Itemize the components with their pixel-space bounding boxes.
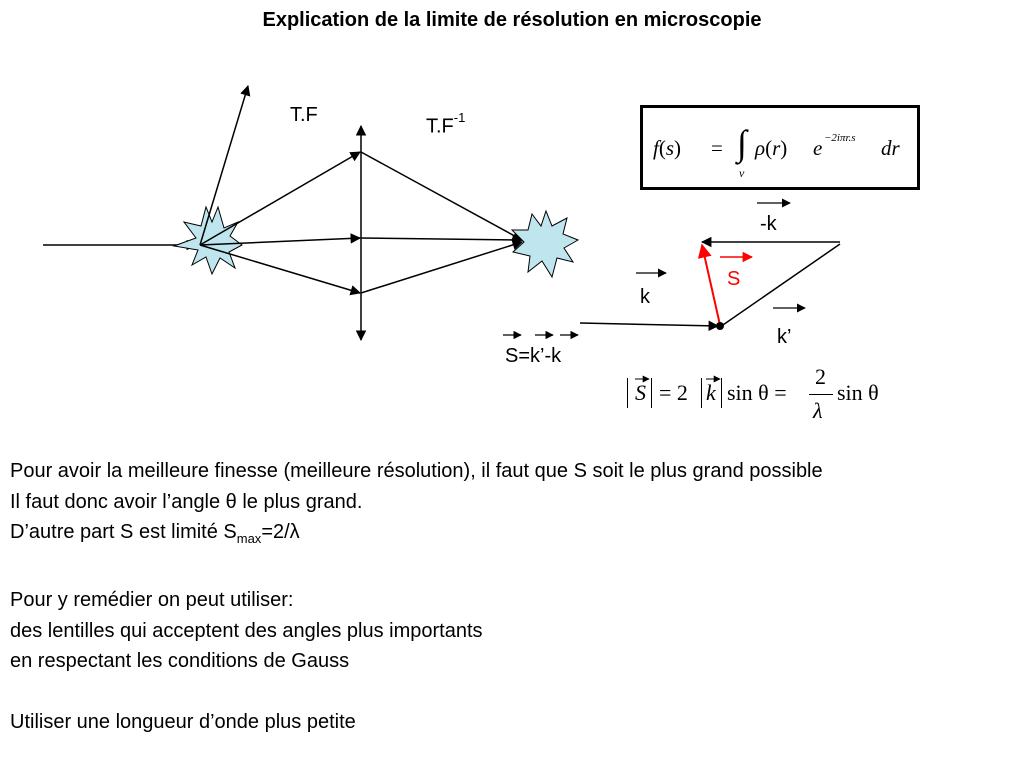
formula-s: S — [635, 380, 646, 405]
abs-bar-right-1 — [651, 378, 652, 408]
label-tf: T.F — [290, 104, 318, 126]
label-s-vector: S — [727, 268, 741, 290]
formula-exponent: −2iπr.s — [824, 132, 856, 144]
fraction-numerator: 2 — [815, 364, 826, 389]
paragraph-3: D’autre part S est limité Smax=2/λ — [10, 521, 300, 546]
paragraph-5: des lentilles qui acceptent des angles p… — [10, 619, 483, 642]
ray-bottom-out — [360, 239, 524, 294]
vector-k-prime — [719, 243, 841, 328]
page-title: Explication de la limite de résolution e… — [262, 9, 762, 31]
formula-sin-1: sin θ = — [727, 380, 787, 405]
scattered-ray-up — [199, 84, 251, 246]
fourier-formula-box: f(s) = ∫ v ρ(r) e −2iπr.s dr — [640, 105, 920, 190]
integral-sign: ∫ — [737, 123, 747, 163]
vector-s — [697, 243, 721, 326]
label-minus-k: -k — [760, 213, 777, 235]
formula-dr: dr — [881, 136, 900, 160]
origin-point — [716, 322, 724, 330]
formula-exp-base: e — [813, 136, 823, 160]
paragraph-1: Pour avoir la meilleure finesse (meilleu… — [10, 460, 823, 482]
abs-bar-left-1 — [627, 378, 628, 408]
image-star — [510, 209, 580, 279]
optics-diagram — [43, 84, 841, 342]
explanation-text: Pour avoir la meilleure finesse (meilleu… — [10, 456, 1010, 738]
paragraph-2: Il faut donc avoir l’angle θ le plus gra… — [10, 490, 363, 513]
integral-subscript: v — [739, 166, 745, 180]
formula-vector-arrows — [635, 375, 721, 383]
label-s-equation: S=k’-k — [505, 345, 562, 367]
formula-k: k — [706, 380, 716, 405]
formula-eq: = — [711, 136, 723, 160]
formula-eq-two: = 2 — [659, 380, 688, 405]
formula-rho: ρ(r) — [755, 136, 788, 160]
paragraph-6: en respectant les conditions de Gauss — [10, 650, 350, 672]
abs-bar-left-2 — [701, 378, 702, 408]
ray-bottom — [199, 244, 362, 296]
fraction-bar — [809, 394, 833, 395]
ray-middle — [199, 233, 362, 246]
fraction-denominator: λ — [813, 398, 823, 423]
abs-bar-right-2 — [721, 378, 722, 408]
vector-k — [579, 320, 720, 332]
ray-top — [199, 151, 361, 246]
label-k: k — [640, 286, 650, 308]
formula-sin-2: sin θ — [837, 380, 879, 405]
paragraph-7: Utiliser une longueur d’onde plus petite — [10, 711, 356, 733]
paragraph-4: Pour y remédier on peut utiliser: — [10, 589, 294, 611]
formula-lhs: f(s) — [653, 136, 682, 160]
label-k-prime: k’ — [777, 326, 792, 348]
ray-middle-out — [360, 234, 524, 246]
label-tf-inverse: T.F-1 — [426, 110, 466, 138]
ray-top-out — [360, 151, 523, 241]
resolution-formula: S = 2 k sin θ = 2 λ sin θ — [625, 364, 895, 434]
